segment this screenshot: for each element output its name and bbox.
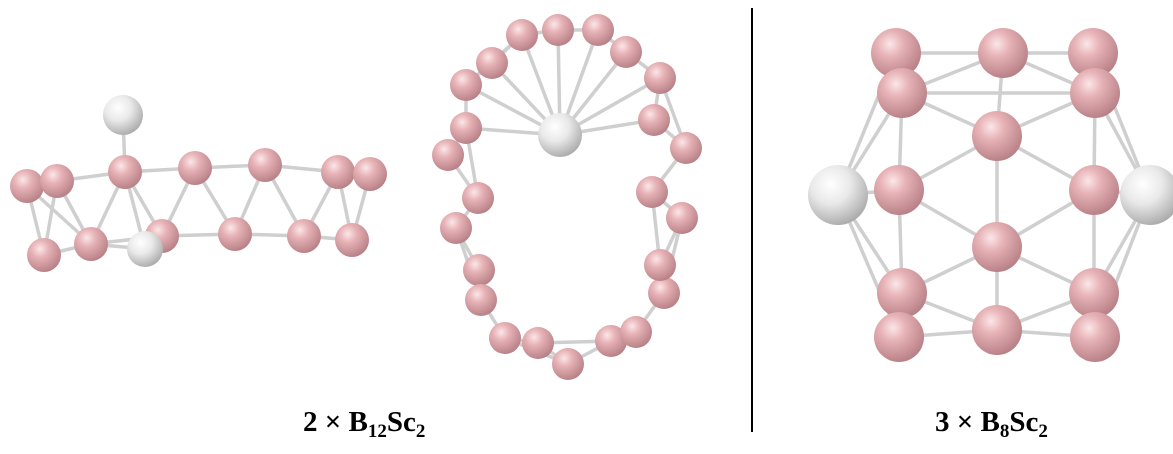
caption-times-sign: × [956,406,974,438]
boron-atom [972,111,1022,161]
caption-boron-symbol: B [980,406,1000,438]
boron-atom [476,47,508,79]
boron-atom [27,238,61,272]
boron-atom [489,322,521,354]
b8sc2-structure-atoms [808,28,1173,362]
caption-coefficient: 3 [935,406,950,438]
scandium-atom [538,113,582,157]
boron-atom [1068,28,1118,78]
boron-atom [972,305,1022,355]
boron-atom [353,157,387,191]
boron-atom [666,202,698,234]
boron-atom [321,155,355,189]
boron-atom [108,155,142,189]
boron-atom [638,104,670,136]
boron-atom [1070,68,1120,118]
boron-atom [877,68,927,118]
caption-boron-count: 12 [367,421,387,442]
caption-scandium-count: 2 [1038,421,1048,442]
boron-atom [506,19,538,51]
boron-atom [40,164,74,198]
boron-atom [644,249,676,281]
caption-coefficient: 2 [303,406,318,438]
b12sc2-top-view [432,14,702,380]
boron-atom [552,348,584,380]
boron-atom [462,182,494,214]
boron-atom [582,14,614,46]
scandium-atom [808,165,868,225]
boron-atom [463,254,495,286]
boron-atom [74,227,108,261]
boron-atom [648,277,680,309]
boron-atom [450,69,482,101]
boron-atom [670,132,702,164]
boron-atom [218,217,252,251]
boron-atom [440,212,472,244]
b12sc2-side-view [10,95,387,272]
scandium-atom [1120,165,1173,225]
boron-atom [1069,165,1119,215]
boron-atom [335,223,369,257]
boron-atom [636,176,668,208]
boron-atom [978,28,1028,78]
scandium-atom [127,231,163,267]
boron-atom [871,28,921,78]
boron-atom [610,36,642,68]
caption-scandium-symbol: Sc [386,406,416,438]
boron-atom [620,316,652,348]
boron-atom [874,165,924,215]
boron-atom [432,139,464,171]
caption-boron-count: 8 [999,421,1010,442]
caption-times-sign: × [324,406,342,438]
caption-b8sc2: 3 × B8Sc2 [935,406,1048,443]
boron-atom [178,151,212,185]
boron-atom [874,312,924,362]
boron-atom [1070,312,1120,362]
b8sc2-structure [808,28,1173,362]
boron-atom [972,222,1022,272]
boron-atom [248,148,282,182]
boron-atom [877,268,927,318]
caption-b12sc2: 2 × B12Sc2 [303,406,425,443]
boron-atom [10,169,44,203]
boron-atom [542,14,574,46]
boron-atom [595,325,627,357]
boron-atom [1069,268,1119,318]
boron-atom [465,284,497,316]
caption-scandium-symbol: Sc [1009,406,1039,438]
caption-scandium-count: 2 [415,421,426,442]
boron-atom [644,62,676,94]
scandium-atom [103,95,143,135]
boron-atom [450,112,482,144]
b12sc2-side-view-atoms [10,95,387,272]
b12sc2-top-view-atoms [432,14,702,380]
boron-atom [287,219,321,253]
caption-boron-symbol: B [348,406,368,438]
boron-atom [522,327,554,359]
